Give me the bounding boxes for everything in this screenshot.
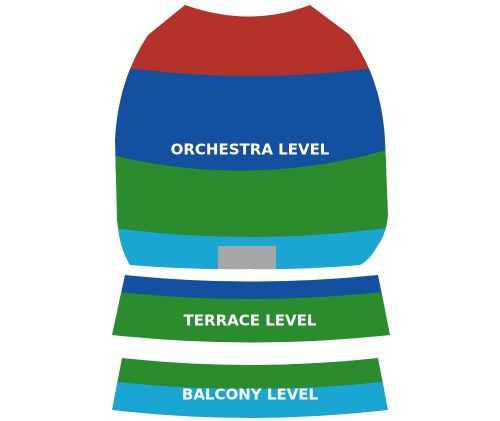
terrace-green-zone[interactable] xyxy=(100,290,400,350)
orchestra-gray-zone xyxy=(218,246,276,270)
orchestra-red-zone[interactable] xyxy=(100,0,400,80)
orchestra-blue-zone[interactable] xyxy=(100,64,400,180)
balcony-green-zone[interactable] xyxy=(100,350,400,390)
orchestra-level-label: ORCHESTRA LEVEL xyxy=(171,141,330,159)
terrace-level-label: TERRACE LEVEL xyxy=(184,312,317,330)
balcony-level-label: BALCONY LEVEL xyxy=(182,386,319,404)
orchestra-green-zone[interactable] xyxy=(100,146,400,249)
terrace-section[interactable] xyxy=(100,270,400,350)
